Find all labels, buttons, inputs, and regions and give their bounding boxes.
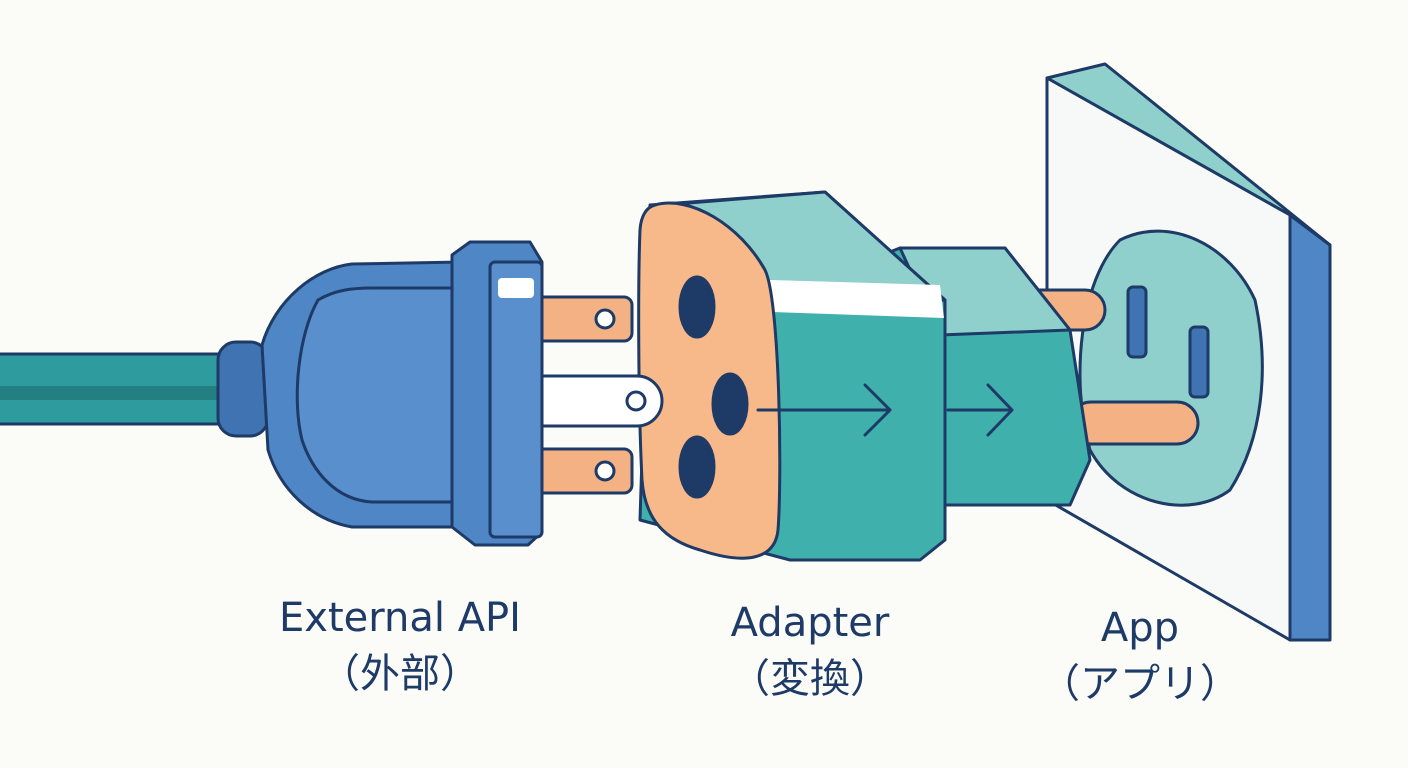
adapter-label: Adapter （変換） (640, 595, 980, 707)
plug-prongs (518, 295, 664, 495)
external-api-sub: （外部） (320, 651, 480, 697)
adapter-name: Adapter (730, 600, 890, 646)
adapter-icon (637, 190, 947, 562)
adapter-sub: （変換） (730, 656, 890, 702)
power-plug-icon (260, 240, 544, 547)
cable (0, 340, 270, 438)
external-api-name: External API (279, 595, 521, 641)
arrow-right-icon (756, 383, 1014, 437)
wall-socket-icon (1045, 62, 1332, 642)
app-label: App （アプリ） (1010, 600, 1270, 712)
app-sub: （アプリ） (1040, 661, 1240, 707)
external-api-label: External API （外部） (170, 590, 630, 702)
app-name: App (1100, 605, 1180, 651)
